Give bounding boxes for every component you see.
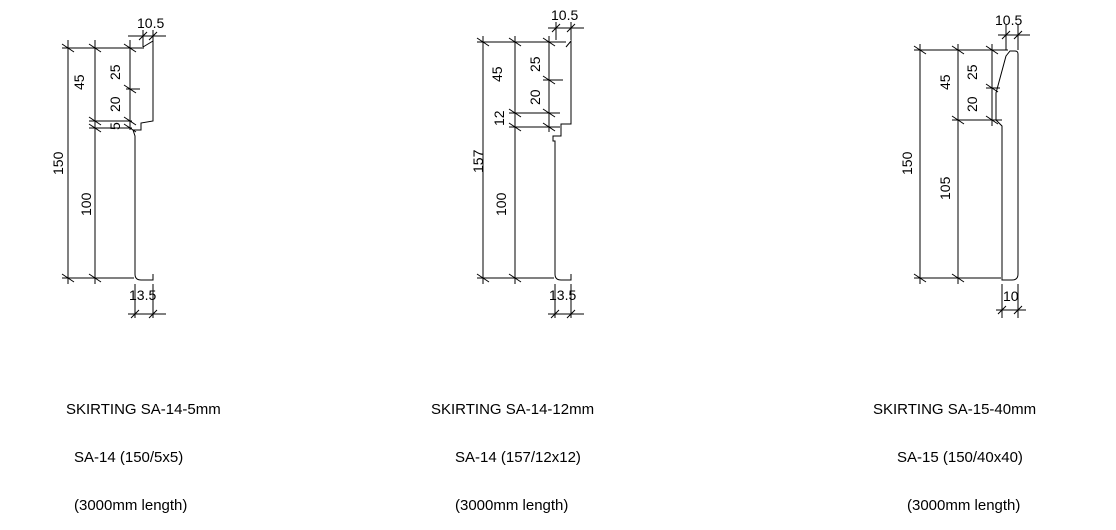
dim-face: 25 — [107, 64, 123, 80]
tick-marks — [913, 30, 1023, 315]
dim-bottom-width: 13.5 — [549, 287, 576, 303]
profile-sa14-12mm: 10.5 45 25 20 12 157 100 13.5 — [470, 7, 584, 319]
dim-top-width: 10.5 — [137, 15, 164, 31]
tick-marks — [476, 23, 576, 319]
caption-length: (3000mm length) — [74, 497, 188, 514]
dim-lip: 5 — [107, 122, 123, 130]
dim-face: 25 — [964, 64, 980, 80]
dim-groove: 20 — [964, 96, 980, 112]
dim-upper: 45 — [937, 74, 953, 90]
caption-sa14-12mm: SKIRTING SA-14-12mm SA-14 (157/12x12) (3… — [431, 370, 594, 530]
caption-title: SKIRTING SA-14-12mm — [431, 401, 595, 418]
caption-length: (3000mm length) — [907, 497, 1021, 514]
dim-upper: 45 — [71, 74, 87, 90]
caption-title: SKIRTING SA-15-40mm — [873, 401, 1037, 418]
profile-outline — [552, 39, 572, 281]
dim-groove: 20 — [107, 96, 123, 112]
caption-spec: SA-15 (150/40x40) — [897, 449, 1023, 466]
dim-lower: 100 — [493, 192, 509, 216]
profile-outline — [132, 40, 154, 281]
profile-outline — [995, 50, 1019, 281]
caption-sa15-40mm: SKIRTING SA-15-40mm SA-15 (150/40x40) (3… — [873, 370, 1036, 530]
caption-title: SKIRTING SA-14-5mm — [66, 401, 221, 418]
dim-total: 150 — [50, 151, 66, 175]
dim-groove: 20 — [527, 89, 543, 105]
skirting-profiles-drawing: 10.5 45 25 20 5 150 100 13.5 — [50, 7, 1030, 319]
dim-total: 157 — [470, 149, 486, 173]
caption-length: (3000mm length) — [455, 497, 569, 514]
dim-lip: 12 — [491, 110, 507, 126]
profile-sa14-5mm: 10.5 45 25 20 5 150 100 13.5 — [50, 15, 166, 319]
caption-spec: SA-14 (157/12x12) — [455, 449, 581, 466]
tick-marks — [61, 31, 158, 319]
dim-bottom-width: 13.5 — [129, 287, 156, 303]
dim-face: 25 — [527, 56, 543, 72]
dim-top-width: 10.5 — [995, 12, 1022, 28]
profile-sa15-40mm: 10.5 45 25 20 150 105 10 — [899, 12, 1030, 318]
dim-lower: 100 — [78, 192, 94, 216]
caption-spec: SA-14 (150/5x5) — [74, 449, 184, 466]
dim-bottom-width: 10 — [1003, 288, 1019, 304]
dim-lower: 105 — [937, 176, 953, 200]
dim-total: 150 — [899, 151, 915, 175]
caption-sa14-5mm: SKIRTING SA-14-5mm SA-14 (150/5x5) (3000… — [66, 370, 221, 530]
dim-top-width: 10.5 — [551, 7, 578, 23]
dim-upper: 45 — [489, 66, 505, 82]
